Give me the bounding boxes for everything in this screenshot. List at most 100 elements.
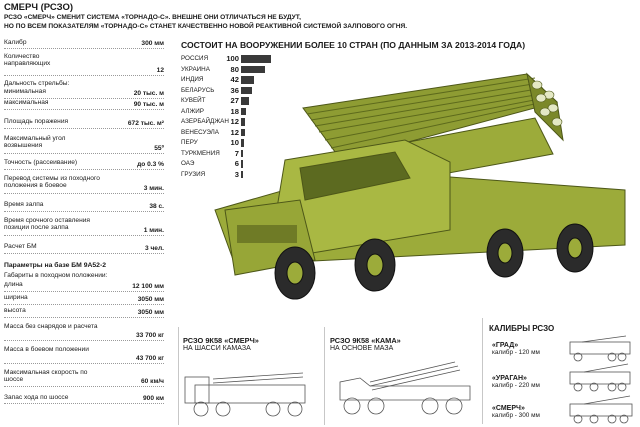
kamaz-drawing bbox=[184, 372, 306, 417]
spec-value: 3 мин. bbox=[143, 185, 164, 192]
countries-title: СОСТОИТ НА ВООРУЖЕНИИ БОЛЕЕ 10 СТРАН (ПО… bbox=[181, 40, 526, 50]
variant-kama: РСЗО 9К58 «КАМА» НА ОСНОВЕ МАЗА bbox=[330, 336, 401, 352]
truck-wheels bbox=[274, 223, 594, 300]
spec-value: 300 мм bbox=[141, 40, 164, 47]
caliber-smerch: «СМЕРЧ» калибр - 300 мм bbox=[492, 405, 540, 419]
bar-row: АЛЖИР 18 bbox=[181, 107, 261, 118]
page-title: СМЕРЧ (РСЗО) bbox=[4, 2, 74, 13]
bar-row: ТУРКМЕНИЯ 7 bbox=[181, 149, 261, 160]
variant-chassis: НА ШАССИ КАМАЗА bbox=[183, 345, 251, 352]
bar-fill bbox=[241, 149, 244, 158]
bar-country-label: РОССИЯ bbox=[181, 55, 209, 62]
spec-salvo: Время залпа 38 с. bbox=[4, 199, 164, 212]
spec-value: 55º bbox=[154, 145, 164, 152]
spec-cruise: Запас хода по шоссе 900 км bbox=[4, 392, 164, 404]
spec-label: Точность (рассеивание) bbox=[4, 159, 78, 166]
bar-fill bbox=[241, 76, 254, 84]
bar-value-label: 12 bbox=[230, 117, 239, 126]
spec-value: 43 700 кг bbox=[135, 355, 164, 362]
bar-row: РОССИЯ 100 bbox=[181, 54, 271, 65]
spec-caliber: Калибр 300 мм bbox=[4, 36, 164, 49]
caliber-value: калибр - 300 мм bbox=[492, 412, 540, 419]
spec-height: высота 3050 мм bbox=[4, 307, 164, 318]
spec-label: минимальная bbox=[4, 88, 46, 95]
bar-fill bbox=[241, 170, 243, 179]
bar-row: ГРУЗИЯ 3 bbox=[181, 170, 261, 181]
caliber-value: калибр - 220 мм bbox=[492, 382, 540, 389]
spec-value: 38 с. bbox=[149, 203, 164, 210]
maz-drawing bbox=[339, 361, 471, 415]
spec-elevation: Максимальный угол возвышения 55º bbox=[4, 135, 164, 154]
spec-label: Максимальная скорость по шоссе bbox=[4, 369, 88, 384]
spec-label: Перевод системы из походного положения в… bbox=[4, 175, 100, 190]
spec-value: 3050 мм bbox=[137, 296, 164, 303]
spec-speed: Максимальная скорость по шоссе 60 км/ч bbox=[4, 369, 164, 387]
spec-dispersion: Точность (рассеивание) до 0.3 % bbox=[4, 157, 164, 170]
bar-value-label: 7 bbox=[234, 148, 239, 158]
header: СМЕРЧ (РСЗО) РСЗО «СМЕРЧ» СМЕНИТ СИСТЕМА… bbox=[4, 2, 634, 31]
spec-range-max: максимальная 90 тыс. м bbox=[4, 99, 164, 110]
divider bbox=[482, 318, 483, 424]
spec-leave: Время срочного оставления позиции после … bbox=[4, 217, 164, 236]
bar-country-label: ИНДИЯ bbox=[181, 76, 204, 83]
spec-label: длина bbox=[4, 281, 23, 288]
spec-label: Время срочного оставления позиции после … bbox=[4, 217, 90, 232]
bar-value-label: 27 bbox=[230, 96, 239, 105]
bar-fill bbox=[241, 65, 265, 74]
spec-range-min: минимальная 20 тыс. м bbox=[4, 88, 164, 99]
spec-label: Калибр bbox=[4, 39, 27, 46]
caliber-uragan: «УРАГАН» калибр - 220 мм bbox=[492, 375, 540, 389]
spec-width: ширина 3050 мм bbox=[4, 294, 164, 305]
spec-value: 672 тыс. м² bbox=[127, 120, 164, 127]
bar-value-label: 18 bbox=[230, 106, 239, 116]
spec-crew: Расчет БМ 3 чел. bbox=[4, 241, 164, 254]
caliber-trucks bbox=[569, 335, 633, 424]
bar-country-label: ТУРКМЕНИЯ bbox=[181, 149, 220, 157]
caliber-value: калибр - 120 мм bbox=[492, 349, 540, 356]
divider bbox=[324, 327, 325, 425]
spec-label: Запас хода по шоссе bbox=[4, 394, 69, 401]
bar-value-label: 80 bbox=[230, 64, 239, 74]
bar-fill bbox=[241, 118, 245, 126]
spec-label: Масса в боевом положении bbox=[4, 346, 89, 353]
bar-value-label: 3 bbox=[234, 169, 239, 179]
spec-label: Площадь поражения bbox=[4, 118, 69, 125]
params-heading: Параметры на базе БМ 9А52-2 bbox=[4, 262, 107, 269]
spec-label: максимальная bbox=[4, 99, 49, 106]
spec-value: 12 100 мм bbox=[132, 283, 164, 290]
bar-value-label: 100 bbox=[226, 54, 239, 63]
spec-value: 12 bbox=[156, 67, 164, 74]
spec-label: ширина bbox=[4, 294, 28, 301]
bar-value-label: 6 bbox=[234, 159, 239, 168]
divider bbox=[178, 327, 179, 425]
bar-country-label: ВЕНЕСУЭЛА bbox=[181, 128, 219, 136]
spec-label: Время залпа bbox=[4, 201, 44, 208]
spec-value: 1 мин. bbox=[143, 227, 164, 234]
caliber-name: «УРАГАН» bbox=[492, 375, 527, 382]
spec-mass-combat: Масса в боевом положении 43 700 кг bbox=[4, 346, 164, 364]
variant-name: РСЗО 9К58 «КАМА» bbox=[330, 336, 401, 345]
variant-chassis: НА ОСНОВЕ МАЗА bbox=[330, 345, 394, 352]
spec-transfer: Перевод системы из походного положения в… bbox=[4, 175, 164, 194]
bar-country-label: АЛЖИР bbox=[181, 107, 205, 115]
bar-country-label: ГРУЗИЯ bbox=[181, 170, 206, 178]
bar-value-label: 10 bbox=[230, 138, 239, 147]
specs-table: Калибр 300 мм Количество направляющих 12… bbox=[4, 36, 164, 404]
caliber-name: «ГРАД» bbox=[492, 342, 519, 349]
dims-heading: Габариты в походном положении: bbox=[4, 272, 108, 279]
bar-fill bbox=[241, 128, 245, 137]
variant-smerch: РСЗО 9К58 «СМЕРЧ» НА ШАССИ КАМАЗА bbox=[183, 336, 259, 352]
bar-value-label: 42 bbox=[230, 75, 239, 84]
bar-fill bbox=[241, 160, 243, 168]
spec-label: Расчет БМ bbox=[4, 243, 37, 250]
spec-area: Площадь поражения 672 тыс. м² bbox=[4, 116, 164, 129]
variant-name: РСЗО 9К58 «СМЕРЧ» bbox=[183, 336, 259, 345]
spec-label: Количество направляющих bbox=[4, 53, 51, 68]
